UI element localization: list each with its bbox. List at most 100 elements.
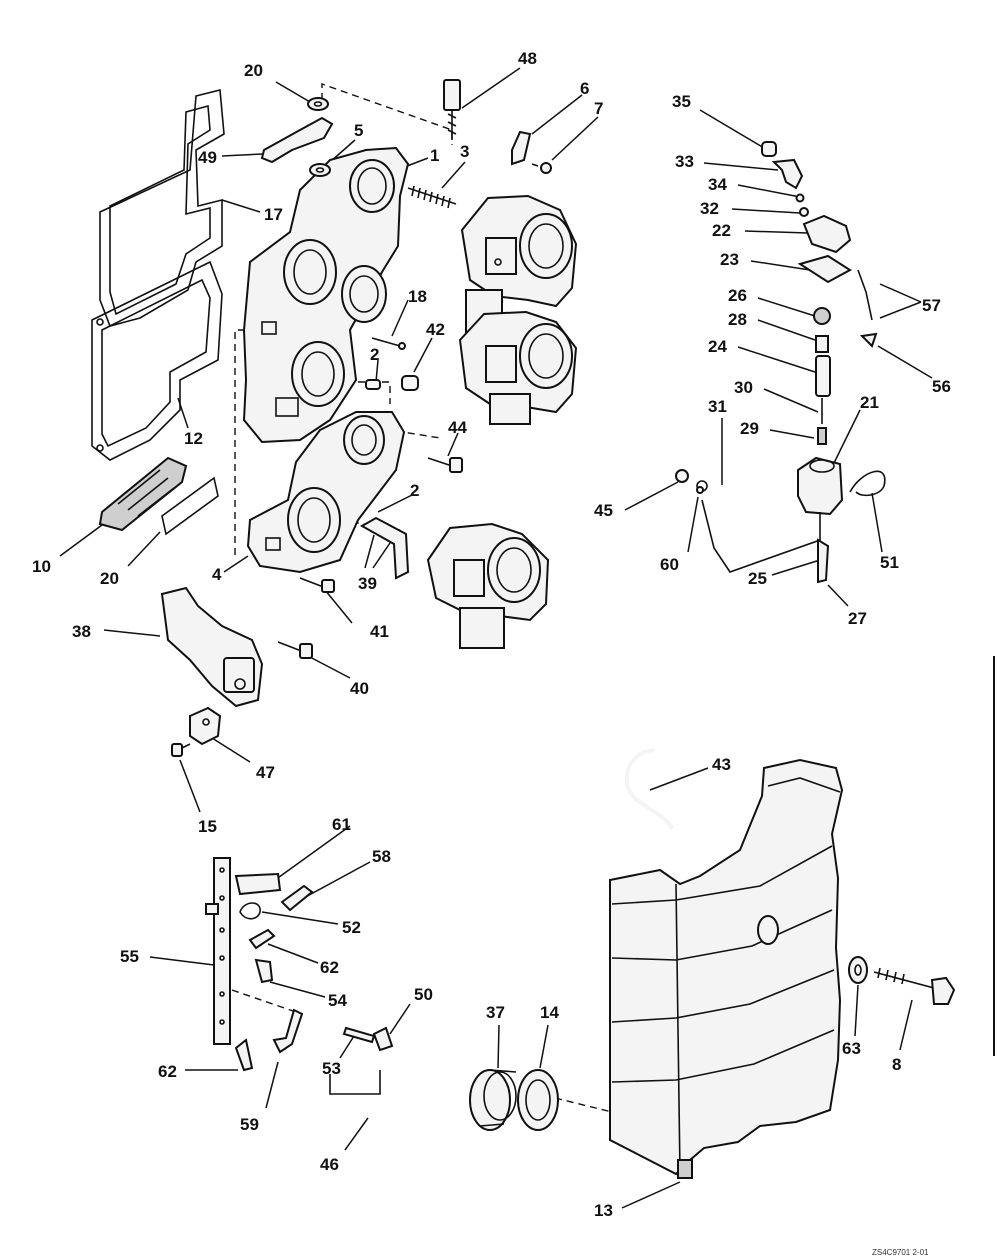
callout-13: 13 [594,1201,613,1220]
callout-18: 18 [408,287,427,306]
callout-45: 45 [594,501,613,520]
clamp-47 [189,706,222,746]
hose-53 [342,1026,376,1044]
callout-59: 59 [240,1115,259,1134]
callout-22: 22 [712,221,731,240]
callout-31: 31 [708,397,727,416]
callout-46: 46 [320,1155,339,1174]
carburetor-lower [426,522,550,649]
intake-gasket-12 [91,260,223,461]
bracket-38 [160,586,264,708]
callout-54: 54 [328,991,347,1010]
intake-manifold-4 [246,411,406,574]
callout-57: 57 [922,296,941,315]
screw-45 [675,469,689,483]
hose-57 [857,269,873,321]
callout-14: 14 [540,1003,559,1022]
callout-58: 58 [372,847,391,866]
callout-35: 35 [672,92,691,111]
hose-62-a [248,928,276,950]
callout-39: 39 [358,574,377,593]
dowel-2 [365,379,381,390]
callout-48: 48 [518,49,537,68]
callout-63: 63 [842,1039,861,1058]
callout-51: 51 [880,553,899,572]
hose-54 [254,958,274,984]
callout-5: 5 [354,121,364,140]
callout-12: 12 [184,429,203,448]
clamp-52 [239,902,261,920]
callout-30: 30 [734,378,753,397]
strap-51 [849,470,886,497]
hose-39 [359,516,410,580]
hose-58 [280,884,314,912]
callout-37: 37 [486,1003,505,1022]
figure-code: ZS4C9701 2-01 [872,1248,929,1257]
callout-20: 20 [100,569,119,588]
callout-17: 17 [264,205,283,224]
callout-42: 42 [426,320,445,339]
callout-56: 56 [932,377,951,396]
hose-43 [624,748,674,830]
stud-3 [407,185,457,209]
pump-cover-22 [802,214,852,254]
screw-40 [277,641,313,659]
washer-9 [307,97,329,111]
clip-6 [511,130,532,166]
callout-60: 60 [660,555,679,574]
reed-plate-10 [98,456,188,532]
plunger-24 [815,355,831,397]
seal-14 [517,1069,559,1131]
hose-62-b [234,1038,254,1072]
callout-2-upper: 2 [370,345,380,364]
screw-8 [873,967,956,1005]
washer-63 [848,956,868,984]
washer-5 [309,163,331,177]
screw-7 [531,162,552,174]
callout-52: 52 [342,918,361,937]
callout-32: 32 [700,199,719,218]
callout-15: 15 [198,817,217,836]
fitting-33 [771,158,804,190]
callout-10: 10 [32,557,51,576]
callout-25: 25 [748,569,767,588]
callout-27: 27 [848,609,867,628]
connector-50 [372,1026,394,1052]
callout-23: 23 [720,250,739,269]
callout-50: 50 [414,985,433,1004]
callout-29: 29 [740,419,759,438]
leader-lines [59,67,933,1209]
cap-35 [761,141,777,157]
spring-34 [795,193,805,203]
connector-56 [859,332,878,348]
hose-46 [329,1070,381,1095]
callout-21: 21 [860,393,879,412]
callout-2-lower: 2 [410,481,420,500]
screw-41 [299,577,335,593]
callout-47: 47 [256,763,275,782]
spring-28 [815,335,829,353]
fuel-pump-parts [675,141,886,584]
hoses-lower-left [234,872,394,1095]
callout-1: 1 [430,146,440,165]
bracket-49 [260,116,334,164]
fuel-manifold-55 [205,857,231,1045]
page-edge-rule [993,656,995,1056]
hose-61 [234,872,282,896]
hose-59 [272,1008,304,1054]
screw-44 [427,457,463,473]
screw-48 [443,79,461,140]
callout-43: 43 [712,755,731,774]
plug-42 [401,375,419,391]
carburetor-upper [460,194,578,339]
callout-24: 24 [708,337,727,356]
intake-gasket-17 [99,88,225,327]
callout-62-b: 62 [158,1062,177,1081]
spring-29 [817,427,827,445]
callout-62-a: 62 [320,958,339,977]
washer-60 [696,486,704,494]
carburetor-middle [458,310,578,425]
diaphragm-23 [797,254,852,284]
